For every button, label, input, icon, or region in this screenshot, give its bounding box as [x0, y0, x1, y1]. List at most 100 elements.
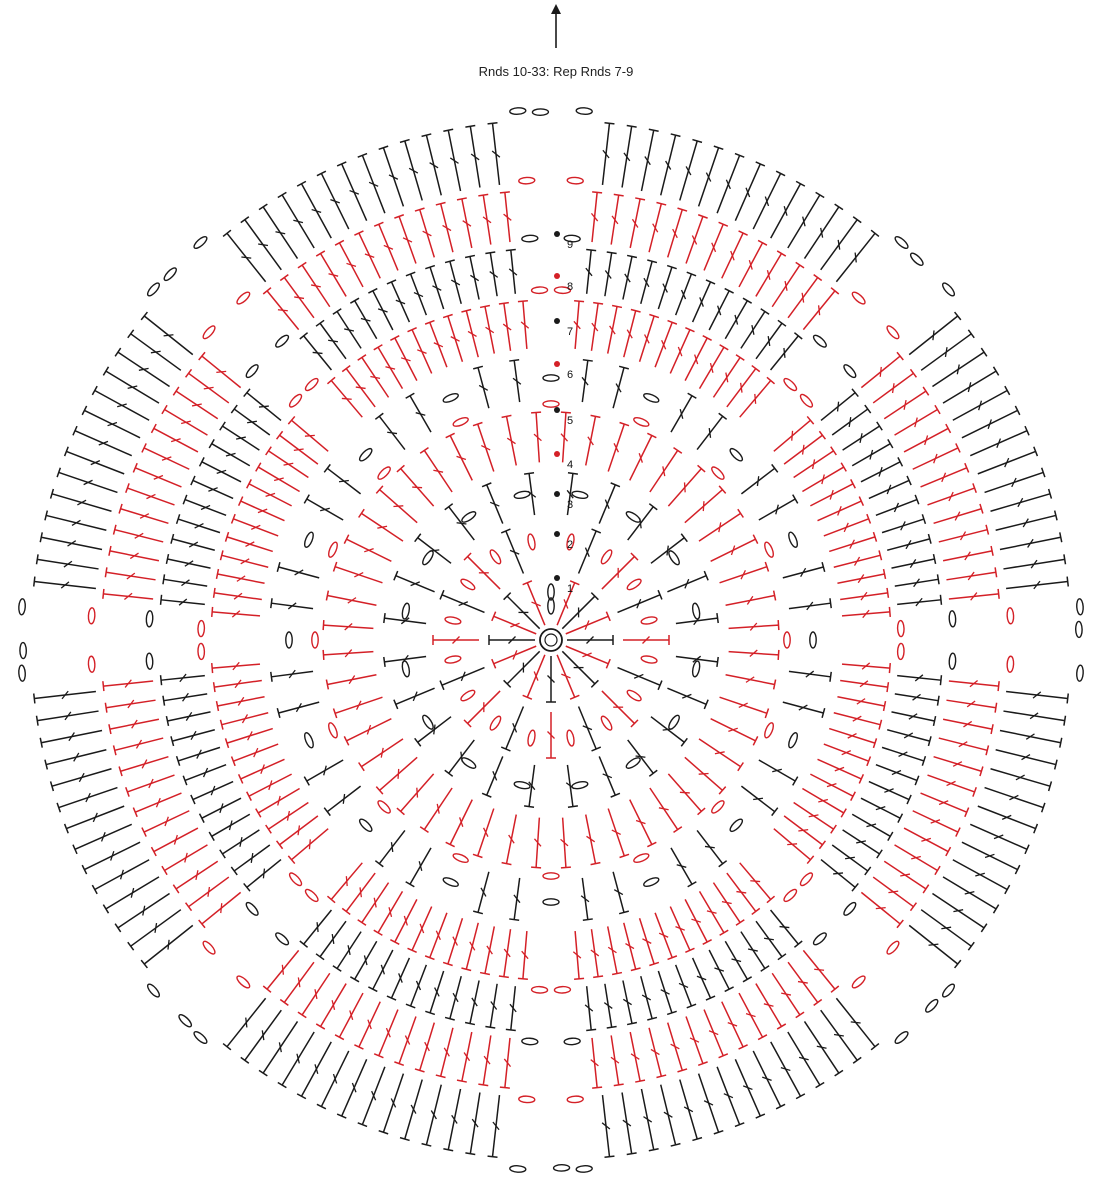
- dc-top-bar: [500, 1087, 510, 1088]
- double-crochet-stitch: [605, 252, 617, 296]
- double-crochet-stitch: [591, 929, 603, 977]
- double-crochet-stitch: [946, 700, 996, 712]
- dc-slash: [855, 253, 856, 263]
- dc-top-bar: [324, 464, 330, 472]
- double-crochet-stitch: [488, 123, 500, 185]
- double-crochet-stitch: [861, 798, 902, 822]
- double-crochet-stitch: [415, 208, 434, 257]
- double-crochet-stitch: [420, 788, 452, 832]
- double-crochet-stitch: [440, 590, 484, 612]
- chain-stitch: [201, 940, 216, 956]
- double-crochet-stitch: [996, 511, 1057, 531]
- dc-top-bar: [819, 841, 825, 849]
- dc-slash: [819, 305, 820, 315]
- double-crochet-stitch: [232, 744, 279, 766]
- dc-slash: [667, 546, 668, 556]
- double-crochet-stitch: [478, 1035, 490, 1085]
- chain-stitch: [235, 290, 251, 305]
- double-crochet-stitch: [756, 984, 786, 1030]
- dc-slash: [364, 955, 367, 965]
- double-crochet-stitch: [126, 483, 175, 505]
- double-crochet-stitch: [891, 712, 935, 726]
- double-crochet-stitch: [818, 497, 864, 521]
- double-crochet-stitch: [163, 693, 207, 705]
- dc-top-bar: [649, 129, 659, 131]
- dc-top-bar: [480, 973, 490, 975]
- chain-stitch: [358, 447, 374, 463]
- dc-top-bar: [359, 763, 365, 771]
- chain-stitch: [909, 251, 925, 267]
- dc-top-bar: [1064, 716, 1066, 726]
- double-crochet-stitch: [720, 697, 769, 718]
- dc-slash: [412, 487, 422, 488]
- dc-top-bar: [259, 1070, 267, 1076]
- chain-stitch: [177, 1013, 193, 1029]
- chain-stitch: [885, 324, 900, 340]
- double-crochet-stitch: [379, 1074, 404, 1134]
- double-crochet-stitch: [680, 1080, 702, 1141]
- double-crochet-stitch: [735, 162, 765, 221]
- double-crochet-stitch: [506, 250, 517, 294]
- double-crochet-stitch: [909, 925, 961, 968]
- double-crochet-stitch: [333, 697, 382, 718]
- double-crochet-stitch: [422, 1085, 442, 1146]
- double-crochet-stitch: [640, 918, 659, 965]
- double-crochet-stitch: [573, 931, 584, 979]
- dc-top-bar: [720, 345, 729, 350]
- dc-top-bar: [981, 924, 987, 932]
- dc-slash: [849, 417, 851, 427]
- dc-top-bar: [457, 1080, 467, 1082]
- double-crochet-stitch: [277, 816, 318, 849]
- double-crochet-stitch: [623, 255, 637, 299]
- double-crochet-stitch: [324, 786, 360, 816]
- double-crochet-stitch: [591, 303, 603, 351]
- double-crochet-stitch: [869, 476, 911, 498]
- round-label-3: 3: [567, 499, 573, 511]
- dc-top-bar: [151, 847, 156, 856]
- chain-stitch: [488, 715, 502, 732]
- double-crochet-stitch: [298, 973, 330, 1017]
- dc-top-bar: [465, 1153, 475, 1155]
- double-crochet-stitch: [425, 913, 447, 960]
- double-crochet-stitch: [876, 765, 919, 785]
- chain-stitch: [1007, 608, 1014, 624]
- dc-top-bar: [480, 306, 490, 308]
- double-crochet-stitch: [151, 828, 197, 856]
- double-crochet-stitch: [183, 495, 226, 515]
- chain-stitch: [488, 548, 502, 565]
- chain-stitch: [327, 541, 339, 558]
- double-crochet-stitch: [882, 514, 925, 532]
- double-crochet-stitch: [422, 134, 442, 195]
- double-crochet-stitch: [895, 845, 941, 875]
- double-crochet-stitch: [913, 811, 960, 837]
- dc-top-bar: [506, 250, 516, 251]
- dc-top-bar: [34, 577, 35, 587]
- double-crochet-stitch: [586, 815, 601, 865]
- double-crochet-stitch: [829, 532, 876, 551]
- double-crochet-stitch: [191, 782, 233, 804]
- dc-top-bar: [998, 681, 999, 691]
- dc-top-bar: [266, 447, 272, 455]
- dc-top-bar: [375, 413, 383, 419]
- double-crochet-stitch: [943, 877, 999, 913]
- dc-top-bar: [607, 252, 617, 254]
- double-crochet-stitch: [186, 369, 229, 403]
- dc-slash: [263, 869, 264, 879]
- double-crochet-stitch: [970, 426, 1029, 456]
- slip-stitch-icon: [554, 407, 560, 413]
- double-crochet-stitch: [171, 730, 215, 746]
- chain-stitch: [312, 632, 318, 648]
- dc-slash: [481, 888, 486, 897]
- chain-stitch: [941, 982, 956, 998]
- dc-top-bar: [968, 330, 974, 338]
- dc-top-bar: [612, 973, 622, 975]
- chain-stitch: [893, 235, 909, 250]
- dc-top-bar: [910, 903, 916, 911]
- chain-stitch: [851, 290, 867, 305]
- double-crochet-stitch: [611, 1035, 624, 1085]
- double-crochet-stitch: [501, 707, 523, 751]
- dc-top-bar: [499, 303, 509, 304]
- double-crochet-stitch: [837, 697, 885, 711]
- dc-top-bar: [981, 348, 987, 356]
- dc-top-bar: [884, 569, 886, 579]
